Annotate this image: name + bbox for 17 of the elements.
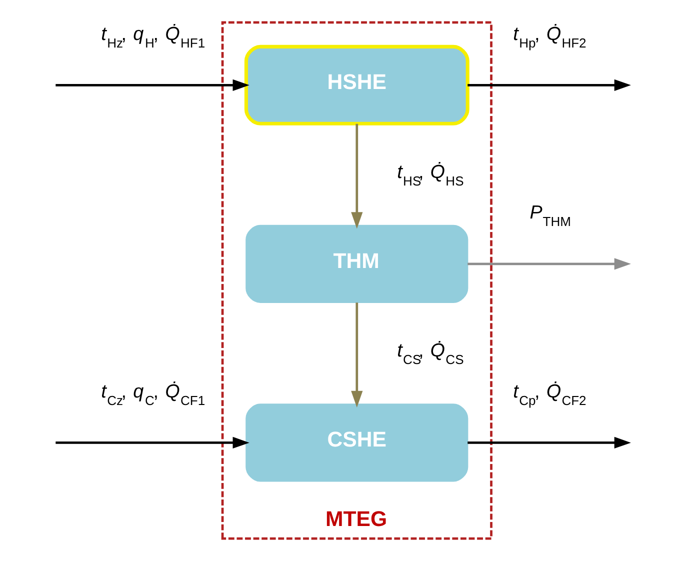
arrow — [468, 436, 631, 449]
edge-label: t$_{Hp}$, Q̇$_{HF2}$ — [513, 24, 586, 50]
edge-label: t$_{CS}$, Q̇$_{CS}$ — [397, 340, 464, 368]
arrow — [351, 302, 363, 408]
arrow — [56, 79, 250, 91]
edge-label: t$_{Hz}$, q$_{H}$, Q̇$_{HF1}$ — [101, 24, 206, 50]
arrow — [351, 124, 363, 229]
edge-label: t$_{HS}$, Q̇$_{HS}$ — [397, 162, 464, 188]
arrow — [468, 258, 631, 270]
node-box: THM — [246, 224, 468, 303]
arrow — [468, 79, 631, 91]
edge-label: t$_{Cp}$, Q̇$_{CF2}$ — [513, 381, 586, 408]
node-box: HSHE — [244, 44, 470, 126]
node-box: CSHE — [246, 404, 468, 482]
edge-label: P$_{THM}$ — [530, 202, 571, 230]
edge-label: t$_{Cz}$, q$_{C}$, Q̇$_{CF1}$ — [101, 381, 206, 408]
arrow — [56, 436, 250, 449]
